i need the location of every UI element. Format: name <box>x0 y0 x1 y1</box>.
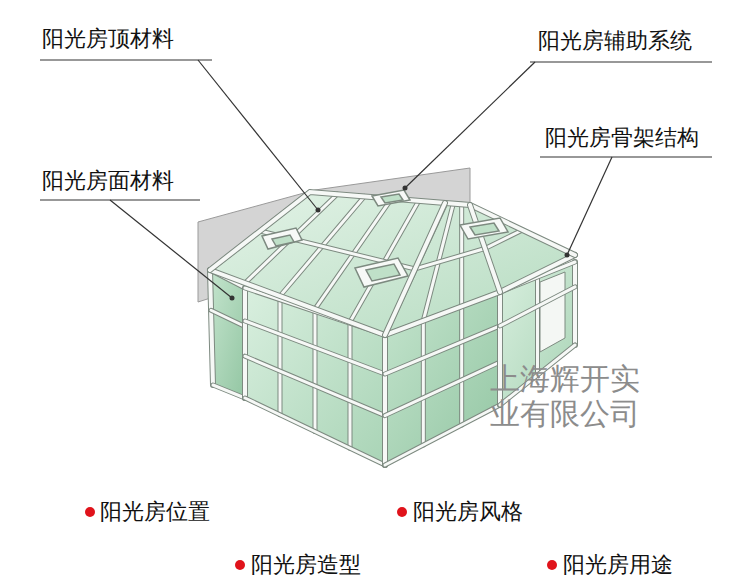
callout-underline <box>530 61 712 62</box>
leader-dot <box>316 208 321 213</box>
bullet-dot <box>547 560 557 570</box>
frame-bar <box>243 288 247 398</box>
frame-outline <box>459 306 464 425</box>
frame-bar <box>422 321 425 445</box>
skylight-glass <box>470 223 499 235</box>
frame-bar <box>460 306 463 425</box>
frame-outline <box>572 262 578 345</box>
callout-label: 阳光房面材料 <box>42 170 174 192</box>
frame-outline <box>210 270 213 385</box>
skylight <box>355 258 408 287</box>
frame-outline <box>245 398 385 465</box>
frame-bar <box>383 335 387 465</box>
frame-bar <box>500 287 575 326</box>
callout-underline <box>40 59 212 60</box>
skylight <box>460 218 508 239</box>
frame-outline <box>382 335 388 465</box>
frame-outline <box>350 201 419 322</box>
roof-panel <box>210 192 575 335</box>
leader-dot <box>565 253 570 258</box>
skylight <box>372 190 410 206</box>
frame-bar <box>385 405 500 465</box>
callout-underline <box>40 199 200 200</box>
callout-label: 阳光房顶材料 <box>42 28 174 50</box>
frame-outline <box>278 300 283 415</box>
left-end-face <box>210 270 245 398</box>
frame-bar <box>210 270 213 385</box>
frame-outline <box>500 287 575 326</box>
bullet-item: 阳光房位置 <box>100 501 210 523</box>
frame-outline <box>242 288 248 398</box>
frame-outline <box>385 405 500 465</box>
frame-outline <box>313 312 318 432</box>
callout-underline <box>540 156 712 157</box>
bullet-dot <box>235 560 245 570</box>
frame-bar <box>383 335 387 465</box>
frame-outline <box>385 326 500 374</box>
leader-line <box>405 62 535 188</box>
frame-bar <box>314 312 317 432</box>
skylight-glass <box>366 264 400 281</box>
frame-outline <box>211 310 245 326</box>
leader-dot <box>403 186 408 191</box>
frame-outline <box>242 288 248 398</box>
bullet-item: 阳光房用途 <box>563 554 673 576</box>
bullet-item: 阳光房风格 <box>413 501 523 523</box>
skylight <box>262 228 302 249</box>
bullet-dot <box>397 507 407 517</box>
frame-outline <box>382 335 388 465</box>
frame-outline <box>535 277 540 375</box>
skylights <box>262 190 508 287</box>
skylight-glass <box>381 194 403 203</box>
frame-bar <box>385 326 500 374</box>
leader-line <box>567 157 612 255</box>
callout-label: 阳光房骨架结构 <box>545 127 699 149</box>
skylight-glass <box>272 235 294 246</box>
leader-lines <box>40 60 712 298</box>
frame-bar <box>245 398 385 465</box>
frame-bar <box>211 310 245 326</box>
frame-outline <box>421 321 426 445</box>
frame-outline <box>213 385 245 398</box>
frame-bar <box>350 201 419 322</box>
leader-dots <box>230 186 570 301</box>
bullet-item: 阳光房造型 <box>251 554 361 576</box>
bullet-dot <box>85 507 95 517</box>
frame-bar <box>213 385 245 398</box>
watermark: 上海辉开实 业有限公司 <box>490 362 660 431</box>
porch-door <box>540 272 565 352</box>
leader-line <box>110 200 232 298</box>
leader-line <box>198 60 318 210</box>
frame-bar <box>536 277 539 375</box>
frame-bar <box>385 362 500 416</box>
frame-bar <box>349 323 352 448</box>
frame-outline <box>385 362 500 416</box>
callout-label: 阳光房辅助系统 <box>538 30 692 52</box>
frame-bar <box>573 262 577 345</box>
frame-outline <box>348 323 353 448</box>
frame-bar <box>243 288 247 398</box>
leader-dot <box>230 296 235 301</box>
frame-bar <box>279 300 282 415</box>
